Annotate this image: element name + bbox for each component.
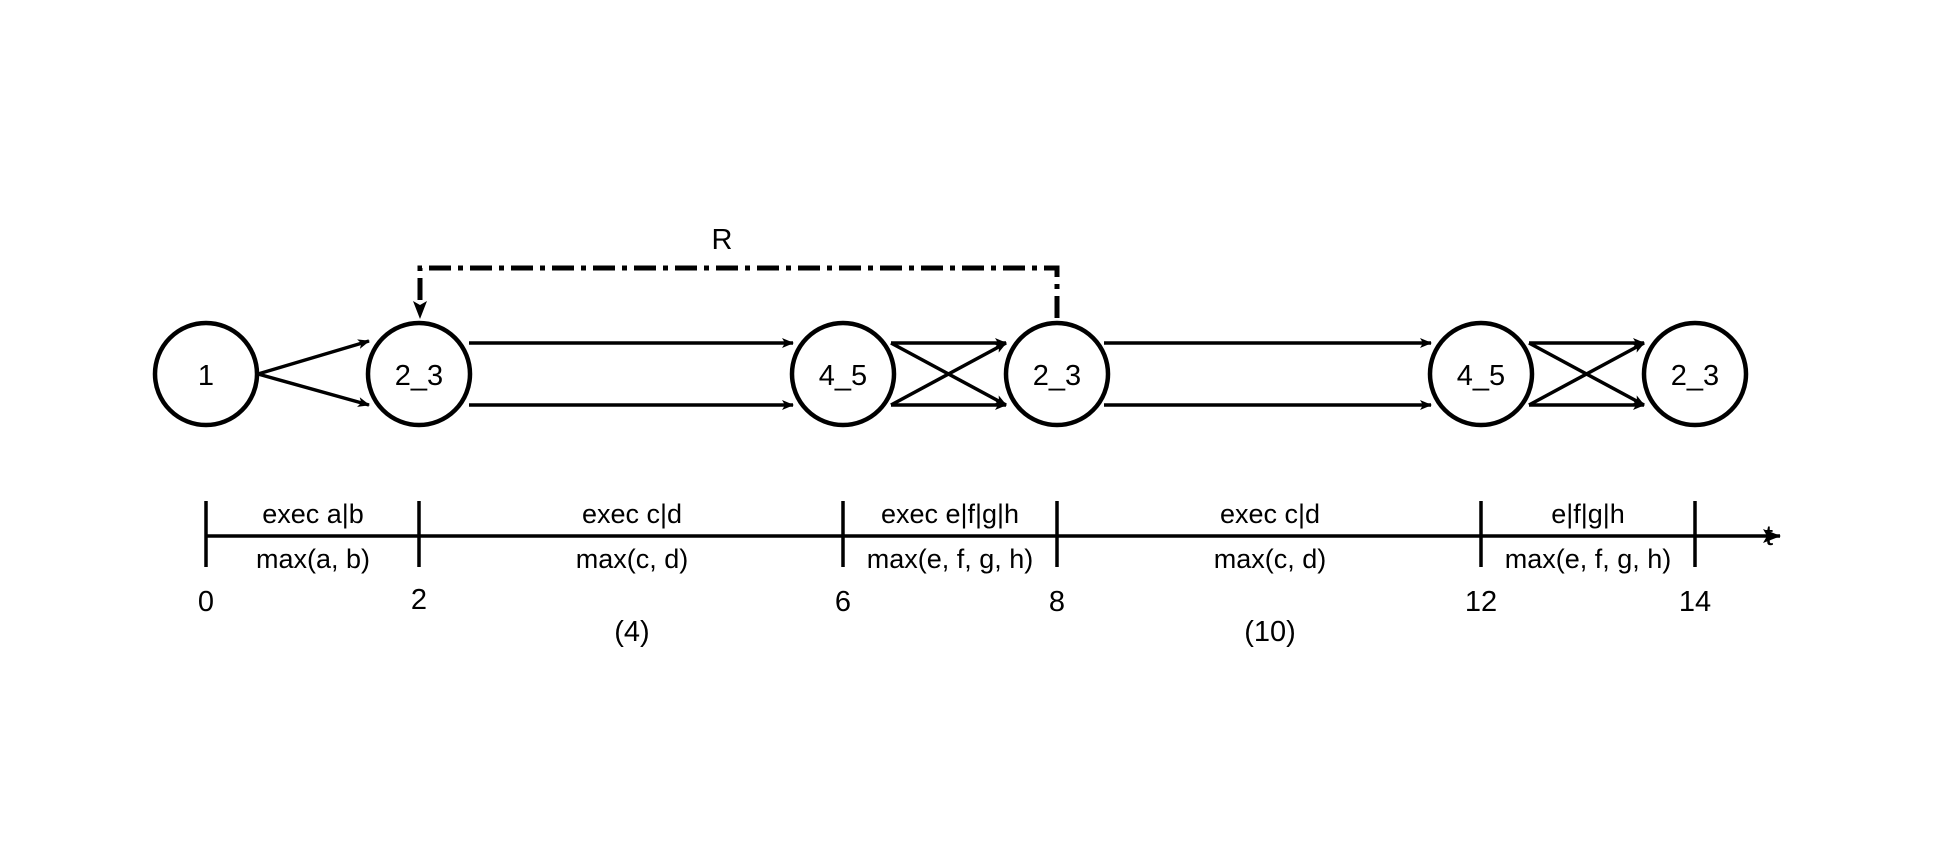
node-2_3-a-label: 2_3 [395,360,443,392]
axis-label: t [1765,520,1773,552]
segment-bottom-label: max(e, f, g, h) [1505,544,1672,574]
node-2_3-b: 2_3 [1006,323,1108,425]
segment-bottom-label: max(e, f, g, h) [867,544,1034,574]
loop-back-edge [420,268,1057,318]
edge-1-to-2_3-upper [258,341,369,374]
node-2_3-b-label: 2_3 [1033,360,1081,392]
segment-top-label: exec c|d [1220,499,1320,529]
node-1-label: 1 [198,360,214,392]
node-2_3-a: 2_3 [368,323,470,425]
loop-label: R [712,224,733,256]
node-4_5-b: 4_5 [1430,323,1532,425]
segment-bottom-label: max(c, d) [576,544,689,574]
midpoint-label: (4) [614,616,649,648]
node-1: 1 [155,323,257,425]
node-4_5-b-label: 4_5 [1457,360,1505,392]
tick-label: 0 [198,586,214,618]
segment-top-label: e|f|g|h [1551,499,1625,529]
node-4_5-a-label: 4_5 [819,360,867,392]
node-4_5-a: 4_5 [792,323,894,425]
segment-top-label: exec c|d [582,499,682,529]
segment-bottom-label: max(a, b) [256,544,370,574]
node-2_3-c-label: 2_3 [1671,360,1719,392]
midpoint-label: (10) [1244,616,1296,648]
tick-label: 2 [411,584,427,616]
tick-label: 8 [1049,586,1065,618]
segment-bottom-label: max(c, d) [1214,544,1327,574]
tick-label: 12 [1465,586,1497,618]
time-axis: t 0 2 6 8 12 14 exec a|b max(a, b) exec … [198,499,1780,648]
node-2_3-c: 2_3 [1644,323,1746,425]
segment-top-label: exec a|b [262,499,364,529]
edge-1-to-2_3-lower [258,374,369,405]
tick-label: 14 [1679,586,1711,618]
tick-label: 6 [835,586,851,618]
segment-top-label: exec e|f|g|h [881,499,1019,529]
